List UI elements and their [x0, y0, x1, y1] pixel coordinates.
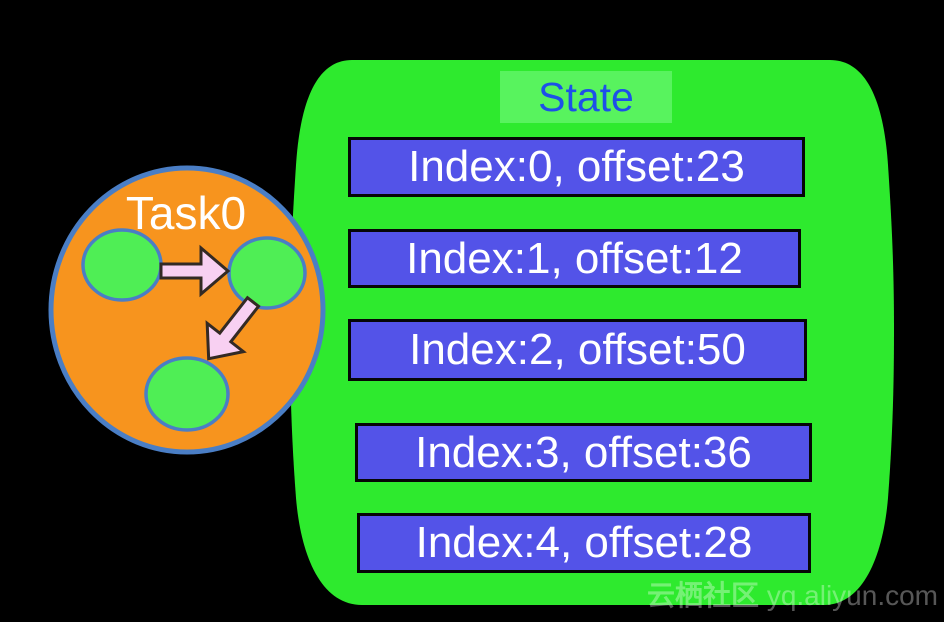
state-row: Index:0, offset:23	[348, 137, 805, 197]
watermark-url: yq.aliyun.com	[766, 580, 938, 611]
state-row: Index:1, offset:12	[348, 229, 801, 288]
flow-arrow-down-left-icon	[205, 295, 261, 361]
state-panel-title: State	[500, 71, 672, 123]
task-node-3	[144, 356, 230, 432]
flow-arrow-right-icon	[159, 244, 231, 298]
state-row: Index:4, offset:28	[357, 513, 811, 573]
state-row: Index:2, offset:50	[348, 319, 807, 381]
watermark: 云栖社区 yq.aliyun.com	[647, 574, 938, 614]
task-label: Task0	[126, 187, 246, 239]
task-node-1	[81, 228, 163, 302]
task-node-2	[227, 236, 307, 310]
watermark-community: 云栖社区	[647, 580, 760, 611]
state-row: Index:3, offset:36	[355, 423, 812, 482]
